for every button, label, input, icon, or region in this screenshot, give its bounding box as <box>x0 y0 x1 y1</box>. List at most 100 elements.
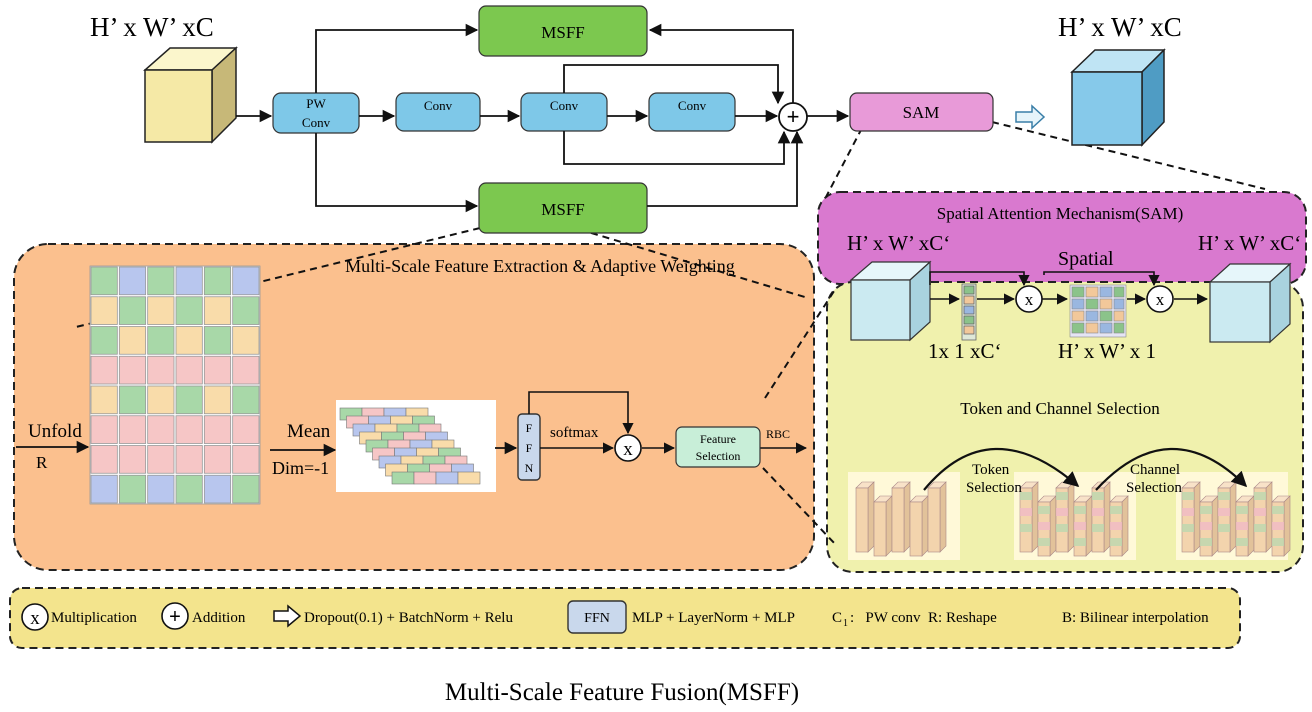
sam-panel-title: Spatial Attention Mechanism(SAM) <box>937 204 1183 223</box>
tensor-cell <box>435 471 459 485</box>
legend-mlp: MLP + LayerNorm + MLP <box>632 610 795 626</box>
grid-cell <box>90 415 118 444</box>
grid-cell <box>175 385 203 415</box>
sam-mult-symbol-1: x <box>1025 290 1034 309</box>
figure-caption: Multi-Scale Feature Fusion(MSFF) <box>445 679 799 706</box>
grid-cell <box>203 296 232 325</box>
bar-side <box>903 481 911 553</box>
bar-highlight <box>1056 492 1068 500</box>
bar-highlight <box>1056 524 1068 532</box>
stacked-tensor <box>336 400 496 492</box>
bar-highlight <box>1272 506 1284 514</box>
sam-connections <box>929 271 1209 305</box>
top-connections <box>236 23 850 213</box>
conv-box-3 <box>648 92 736 132</box>
sam-spatial-label: Spatial <box>1058 248 1114 270</box>
output-dims-label: H’ x W’ xC <box>1058 12 1182 42</box>
legend-mult-symbol: x <box>30 608 40 629</box>
input-dims-label: H’ x W’ xC <box>90 12 214 42</box>
grid-cell <box>118 355 147 385</box>
bar-highlight <box>1236 506 1248 514</box>
bar-side <box>1247 495 1255 557</box>
grid-cell <box>118 385 147 415</box>
bar-highlight <box>1236 538 1248 546</box>
legend-dropout: Dropout(0.1) + BatchNorm + Relu <box>304 610 513 626</box>
grid-cell <box>90 355 118 385</box>
bar-highlight <box>1110 506 1122 514</box>
bar-front <box>1055 487 1069 553</box>
spatial-map <box>1069 284 1127 338</box>
sam-channel-dims: 1x 1 xC‘ <box>928 339 1002 363</box>
sam-out-cube <box>1208 262 1292 344</box>
bar-side <box>1103 481 1111 553</box>
grid-cell <box>175 266 203 296</box>
bar-side <box>1121 495 1129 557</box>
token-bars-2 <box>1019 481 1129 557</box>
r-label: R <box>36 453 48 472</box>
sam-box <box>849 92 994 132</box>
legend-c1-sub: 1 <box>843 618 848 629</box>
grid-cell <box>232 296 260 325</box>
sam-out-dims: H’ x W’ xC‘ <box>1198 231 1301 255</box>
bar-highlight <box>1056 508 1068 516</box>
bar-front <box>1253 487 1267 553</box>
grid-cell <box>90 385 118 415</box>
token-bars-1 <box>855 481 947 557</box>
bar-side <box>1283 495 1291 557</box>
msff-label-bottom: MSFF <box>541 200 584 219</box>
token-selection-line2: Selection <box>966 480 1022 496</box>
bar-highlight <box>1020 508 1032 516</box>
bar-front <box>1181 487 1195 553</box>
bar-side <box>1211 495 1219 557</box>
bar-front <box>909 501 923 557</box>
bar-highlight <box>1254 508 1266 516</box>
grid-cell <box>118 296 147 325</box>
grid-cell <box>118 415 147 444</box>
bar-side <box>1265 481 1273 553</box>
grid-cell <box>147 385 175 415</box>
bar-highlight <box>1254 492 1266 500</box>
bar-highlight <box>1074 538 1086 546</box>
bar-side <box>939 481 947 553</box>
hollow-arrow <box>1015 104 1046 130</box>
feature-selection-line2: Selection <box>696 449 741 463</box>
bar-highlight <box>1182 524 1194 532</box>
legend-ffn-box <box>567 600 627 634</box>
legend-bilinear: B: Bilinear interpolation <box>1062 610 1209 626</box>
grid-cell <box>118 266 147 296</box>
channel-selection-line1: Channel <box>1130 462 1180 478</box>
msff-box-top <box>478 5 648 57</box>
sam-in-cube <box>849 260 932 342</box>
input-cube <box>143 46 238 144</box>
pw-conv-label-line1: PW <box>306 96 326 111</box>
grid-cell <box>90 266 118 296</box>
bar-highlight <box>1182 492 1194 500</box>
bar-highlight <box>1200 506 1212 514</box>
grid-cell <box>175 326 203 355</box>
grid-cell <box>232 266 260 296</box>
legend-add-symbol: + <box>169 606 181 628</box>
bar-highlight <box>1218 524 1230 532</box>
bar-front <box>927 487 941 553</box>
bar-highlight <box>1272 538 1284 546</box>
conv-box-1 <box>395 92 481 132</box>
grid-cell <box>203 385 232 415</box>
softmax-label: softmax <box>550 425 599 441</box>
token-arcs <box>923 447 1248 491</box>
bar-side <box>921 495 929 557</box>
bar-front <box>1217 487 1231 553</box>
grid-cell <box>147 326 175 355</box>
bar-highlight <box>1038 522 1050 530</box>
grid-cell <box>90 445 118 474</box>
grid-cell <box>203 326 232 355</box>
feature-selection-box <box>675 426 761 468</box>
bar-front <box>1019 487 1033 553</box>
sam-spatial-dims: H’ x W’ x 1 <box>1058 339 1156 363</box>
grid-cell <box>203 415 232 444</box>
grid-cell <box>232 355 260 385</box>
dim-label: Dim=-1 <box>272 458 329 478</box>
ffn-letter-n: N <box>525 461 534 475</box>
bar-highlight <box>1092 524 1104 532</box>
conv-label-3: Conv <box>678 98 707 113</box>
